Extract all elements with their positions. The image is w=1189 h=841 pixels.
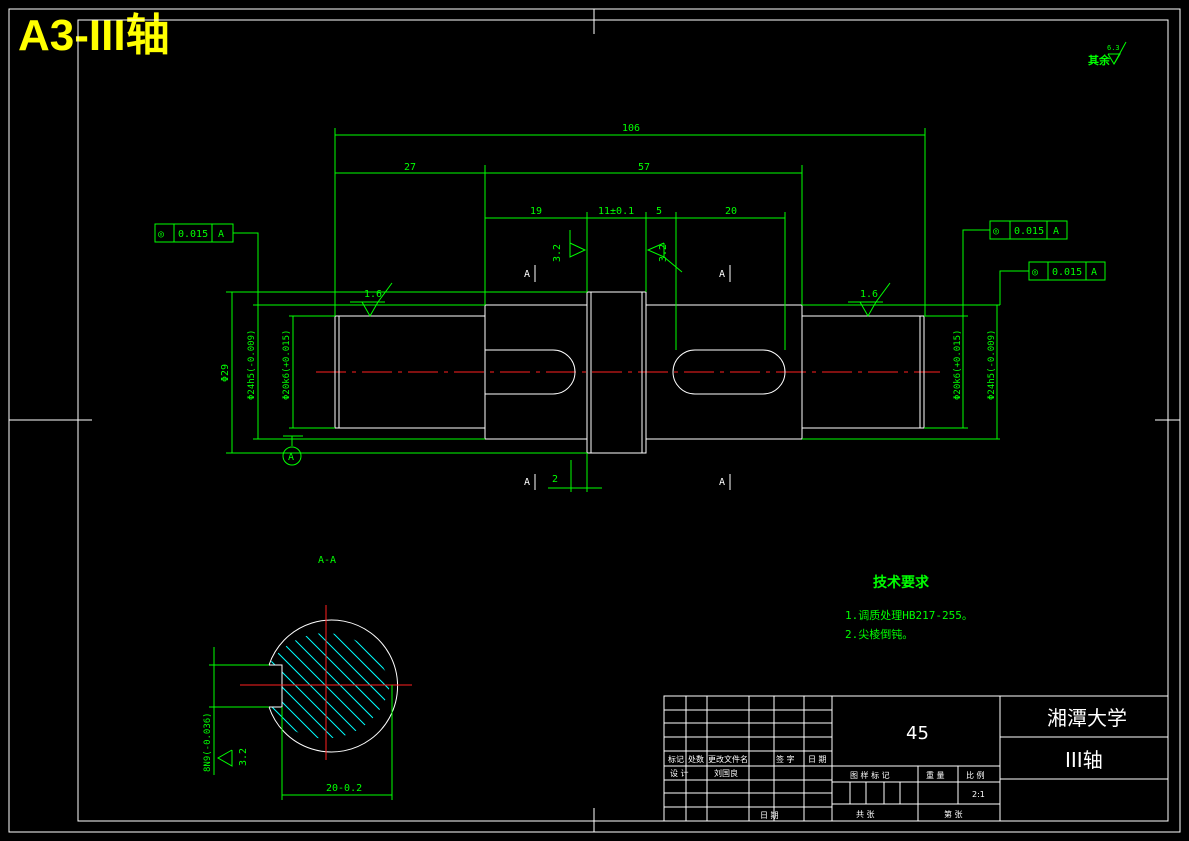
tol3-value: 0.015 — [1052, 267, 1082, 278]
section-view: A-A 8N9(-0.036) 3.2 — [203, 555, 412, 800]
tb-scale: 2:1 — [972, 790, 985, 799]
tb-weight-label: 重 量 — [926, 770, 945, 780]
title-block: 45 湘潭大学 III轴 标记 处数 更改文件名 签 字 日 期 设 计 刘国良… — [663, 695, 1169, 822]
tol1-datum: A — [218, 229, 224, 240]
section-roughness: 3.2 — [238, 748, 249, 766]
section-mark-3: A — [524, 477, 530, 488]
tech-item-2: 2.尖棱倒钝。 — [845, 627, 913, 641]
section-key-width: 8N9(-0.036) — [203, 712, 213, 772]
roughness-key-left: 3.2 — [552, 244, 563, 262]
tb-row-label-5: 日 期 — [808, 755, 827, 764]
tb-row-label-3: 更改文件名 — [708, 754, 748, 764]
dim-d2: 2 — [552, 474, 558, 485]
dim-d19: 19 — [530, 206, 542, 217]
dim-2-group: 2 — [548, 453, 602, 492]
tb-design-label: 设 计 — [670, 768, 689, 778]
dim-middle-segment: 57 — [638, 162, 650, 173]
dim-d20: 20 — [725, 206, 737, 217]
tol2-datum: A — [1053, 226, 1059, 237]
section-mark-1: A — [524, 269, 530, 280]
section-mark-4: A — [719, 477, 725, 488]
roughness-right-journal: 1.6 — [860, 289, 878, 300]
section-key-depth: 20-0.2 — [326, 783, 362, 794]
shaft-outline — [334, 291, 925, 454]
tb-material: 45 — [906, 723, 929, 744]
roughness-rest-label: 其余 — [1088, 53, 1111, 67]
tb-part-name: III轴 — [1065, 748, 1103, 772]
tol1-symbol: ◎ — [158, 229, 164, 240]
tol1-value: 0.015 — [178, 229, 208, 240]
tech-requirements: 技术要求 1.调质处理HB217-255。 2.尖棱倒钝。 — [845, 574, 973, 641]
section-mark-2: A — [719, 269, 725, 280]
section-marks: A A A A — [524, 265, 731, 490]
tech-item-1: 1.调质处理HB217-255。 — [845, 609, 973, 622]
tb-date-label: 日 期 — [760, 811, 779, 820]
dim-d11: 11±0.1 — [598, 206, 634, 217]
tol2-symbol: ◎ — [993, 226, 999, 237]
tb-stage-label: 图 样 标 记 — [850, 770, 890, 780]
drawing-title: A3-III轴 — [18, 11, 170, 60]
tol3-datum: A — [1091, 267, 1097, 278]
top-dimensions: 106 27 57 19 11±0.1 5 20 — [334, 123, 926, 350]
dim-dia-right-inner: Φ20k6(+0.015) — [953, 330, 963, 400]
roughness-rest: 其余 6.3 — [1088, 41, 1127, 67]
section-title: A-A — [318, 555, 336, 566]
dim-left-segment: 27 — [404, 162, 416, 173]
sheet-frame — [8, 8, 1181, 833]
tb-row-label-4: 签 字 — [776, 754, 795, 764]
dim-dia-left-outer: Φ24h5(-0.009) — [247, 330, 257, 400]
tb-designer: 刘国良 — [714, 768, 738, 778]
roughness-left-journal: 1.6 — [364, 289, 382, 300]
tb-row-label-2: 处数 — [688, 754, 704, 764]
tb-row-label-1: 标记 — [668, 754, 684, 764]
roughness-rest-value: 6.3 — [1107, 44, 1120, 52]
dim-overall: 106 — [622, 123, 640, 134]
datum-a: A — [282, 435, 303, 466]
tol2-value: 0.015 — [1014, 226, 1044, 237]
tolerance-frame-3: ◎ 0.015 A — [999, 261, 1106, 305]
roughness-key-right: 3.2 — [658, 244, 669, 262]
dim-dia-left-inner: Φ20k6(+0.015) — [282, 330, 292, 400]
tolerance-frame-1: ◎ 0.015 A — [154, 223, 259, 305]
tb-school: 湘潭大学 — [1047, 706, 1127, 730]
tol3-symbol: ◎ — [1032, 267, 1038, 278]
datum-label: A — [288, 452, 294, 463]
tb-scale-label: 比 例 — [966, 770, 985, 780]
dim-dia29: Φ29 — [220, 364, 231, 382]
dim-dia-right-outer: Φ24h5(-0.009) — [987, 330, 997, 400]
tb-sheet-label: 第 张 — [944, 809, 963, 819]
tb-total-label: 共 张 — [856, 810, 875, 819]
tech-title: 技术要求 — [873, 574, 930, 591]
tolerance-frame-2: ◎ 0.015 A — [962, 220, 1068, 316]
dim-d5: 5 — [656, 206, 662, 217]
right-diameter-dims: Φ20k6(+0.015) Φ24h5(-0.009) — [802, 304, 1000, 440]
key-roughness: 3.2 3.2 — [552, 230, 683, 273]
journal-roughness: 1.6 1.6 — [350, 282, 891, 318]
